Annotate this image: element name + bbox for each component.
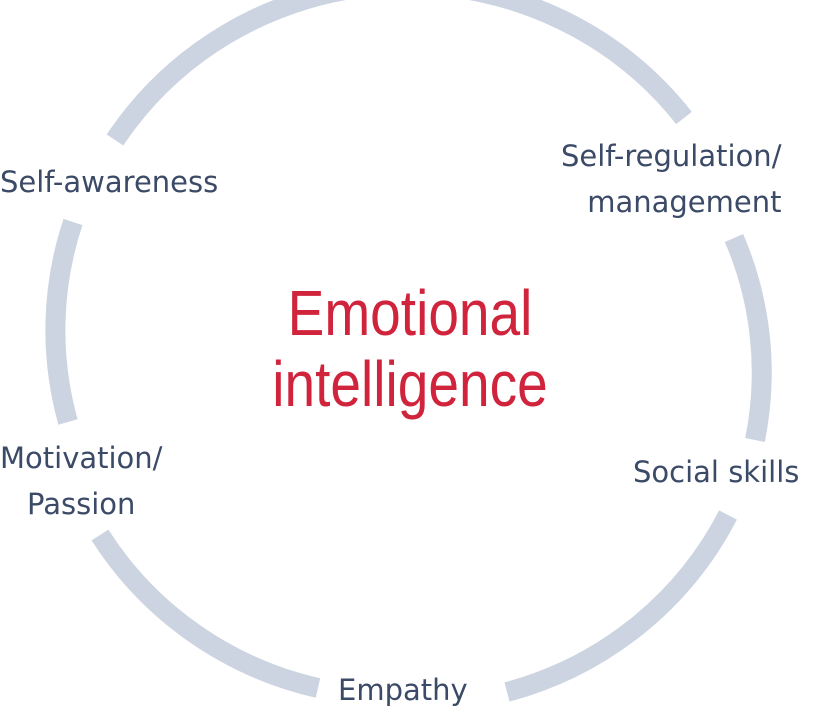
ring-arc-right [724,234,772,442]
node-motivation-line-1: Motivation/ [0,441,163,475]
center-title-line-2: intelligence [272,348,548,420]
node-self-regulation: Self-regulation/ management [561,133,781,225]
ring-arc-top [106,0,692,146]
node-motivation: Motivation/ Passion [0,435,162,527]
center-title-line-1: Emotional [287,277,533,349]
node-social-skills-text: Social skills [633,455,800,489]
node-self-awareness-text: Self-awareness [0,165,219,199]
node-self-regulation-line-2: management [587,185,782,219]
ring-arc-bottom-left [91,529,321,698]
node-social-skills: Social skills [633,449,799,495]
ring-arc-bottom-right [504,510,737,702]
ring-arc-left [45,218,83,425]
node-self-awareness: Self-awareness [0,159,218,205]
node-self-regulation-line-1: Self-regulation/ [561,139,782,173]
node-motivation-line-2: Passion [27,487,136,521]
node-empathy: Empathy [338,667,468,713]
node-empathy-text: Empathy [338,673,468,707]
